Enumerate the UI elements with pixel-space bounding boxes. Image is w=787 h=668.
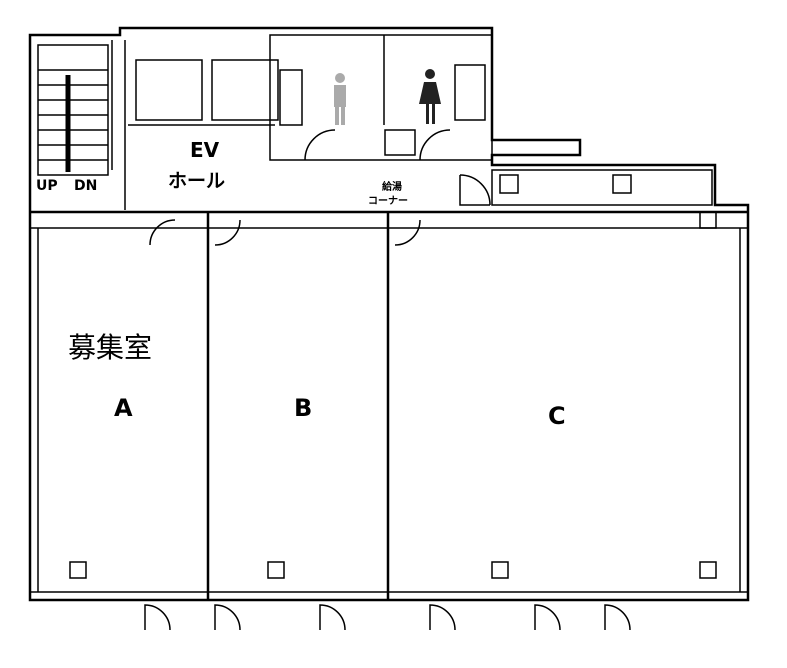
ev-hall-label-line1: EV: [190, 138, 220, 162]
elevator-car-1: [135, 59, 203, 121]
male-figure-icon: [334, 73, 346, 125]
female-figure-icon: [419, 69, 441, 124]
vacancy-label: 募集室: [68, 331, 153, 364]
structural-columns: [69, 211, 717, 579]
ev-hall-label-line2: ホール: [168, 170, 226, 192]
stairs-up-label: UP: [36, 178, 58, 194]
elevator-car-2: [211, 59, 279, 121]
kitchenette-label-line2: コーナー: [368, 196, 408, 207]
staircase: [37, 44, 109, 176]
room-b-label: B: [294, 394, 313, 422]
kitchenette-label-line1: 給湯: [382, 182, 402, 193]
restroom-block: [269, 34, 493, 161]
room-a-label: A: [114, 394, 133, 422]
room-c-label: C: [548, 402, 566, 430]
annex-corridor: [491, 169, 713, 206]
room-doors: [144, 219, 631, 631]
stairs-down-label: DN: [74, 178, 98, 194]
